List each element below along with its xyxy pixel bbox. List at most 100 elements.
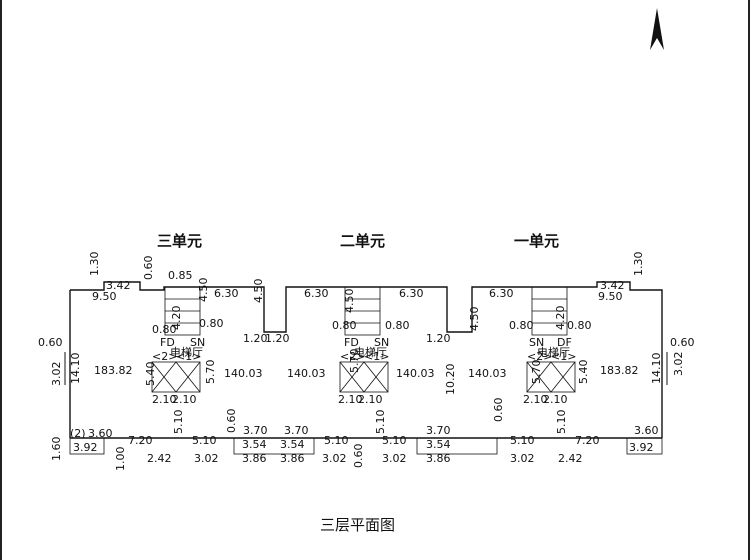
dimension-label: 2.42 bbox=[147, 452, 172, 465]
dimension-label: 电梯厅 bbox=[354, 346, 387, 359]
balconies bbox=[69, 437, 663, 455]
dimension-label: 0.80 bbox=[152, 323, 177, 336]
dimension-label: 3.86 bbox=[242, 452, 267, 465]
dimension-label: 4.50 bbox=[252, 279, 265, 304]
dimension-label: 4.50 bbox=[197, 278, 210, 303]
dimension-label: 3.02 bbox=[672, 352, 685, 377]
dimension-label: 0.60 bbox=[352, 444, 365, 469]
dimension-label: 0.60 bbox=[142, 256, 155, 281]
dimension-label: 140.03 bbox=[468, 367, 507, 380]
dimension-label: 6.30 bbox=[214, 287, 239, 300]
dimension-label: 3.86 bbox=[426, 452, 451, 465]
dimension-label: 3.02 bbox=[382, 452, 407, 465]
drawing-caption: 三层平面图 bbox=[320, 516, 395, 534]
dimension-label: 0.80 bbox=[509, 319, 534, 332]
dimension-label: 2.10 bbox=[358, 393, 383, 406]
dimension-label: 14.10 bbox=[69, 353, 82, 385]
dimension-label: 140.03 bbox=[287, 367, 326, 380]
dimension-label: 5.10 bbox=[172, 410, 185, 435]
dimension-label: 5.70 bbox=[204, 360, 217, 385]
dimension-label: 3.86 bbox=[280, 452, 305, 465]
dimension-label: 5.10 bbox=[382, 434, 407, 447]
dimension-label: SN bbox=[190, 336, 205, 349]
dimension-label: 0.80 bbox=[385, 319, 410, 332]
dimension-label: <2> bbox=[340, 350, 365, 363]
dimension-label: 3.54 bbox=[242, 438, 267, 451]
dimension-label: 3.02 bbox=[194, 452, 219, 465]
dimension-label: 3.92 bbox=[629, 441, 654, 454]
dimension-label: 6.30 bbox=[489, 287, 514, 300]
dimension-label: 3.92 bbox=[73, 441, 98, 454]
dimension-label: 5.70 bbox=[348, 349, 361, 374]
dimension-label: 5.40 bbox=[577, 360, 590, 385]
dimension-label: 3.02 bbox=[50, 362, 63, 387]
dimension-label: DF bbox=[557, 336, 572, 349]
core-unit-2 bbox=[339, 286, 389, 393]
dimension-label: 140.03 bbox=[224, 367, 263, 380]
dimension-label: 0.60 bbox=[670, 336, 695, 349]
dimension-label: 0.60 bbox=[225, 409, 238, 434]
dimension-label: 0.80 bbox=[567, 319, 592, 332]
dimension-label: 4.50 bbox=[468, 307, 481, 332]
dimension-label: 6.30 bbox=[399, 287, 424, 300]
unit-label-2: 二单元 bbox=[340, 232, 385, 250]
dimension-label: 2.10 bbox=[152, 393, 177, 406]
dimension-label: <2> bbox=[152, 350, 177, 363]
core-unit-1 bbox=[526, 286, 576, 393]
dimension-label: 2.10 bbox=[172, 393, 197, 406]
dimension-label: 0.80 bbox=[332, 319, 357, 332]
dimension-label: 9.50 bbox=[598, 290, 623, 303]
dimension-label: 0.60 bbox=[492, 398, 505, 423]
dimension-label: <1> bbox=[551, 350, 576, 363]
dimension-label: 1.30 bbox=[88, 252, 101, 277]
dimension-label: 5.10 bbox=[510, 434, 535, 447]
dimension-label: 1.20 bbox=[426, 332, 451, 345]
dimension-label: FD bbox=[344, 336, 359, 349]
unit-label-1: 一单元 bbox=[514, 232, 559, 250]
dimension-label: 7.20 bbox=[575, 434, 600, 447]
dimension-label: 2.10 bbox=[338, 393, 363, 406]
dimension-label: 5.40 bbox=[144, 362, 157, 387]
dimension-label: 0.85 bbox=[168, 269, 193, 282]
dimension-label: 6.30 bbox=[304, 287, 329, 300]
dimension-label: <2> bbox=[527, 350, 552, 363]
dimension-label: 2.10 bbox=[523, 393, 548, 406]
dimension-label: 4.20 bbox=[554, 306, 567, 331]
dimension-label: 5.10 bbox=[324, 434, 349, 447]
dimension-label: 5.10 bbox=[192, 434, 217, 447]
dimension-label: 2.42 bbox=[558, 452, 583, 465]
dimension-label: 1.30 bbox=[632, 252, 645, 277]
core-unit-3 bbox=[151, 286, 201, 393]
unit-label-3: 三单元 bbox=[157, 232, 202, 250]
dimension-label: 3.70 bbox=[284, 424, 309, 437]
dimension-label: 4.20 bbox=[170, 306, 183, 331]
dimension-label: 14.10 bbox=[650, 353, 663, 385]
dimension-label: 3.42 bbox=[600, 279, 625, 292]
dimension-label: 1.00 bbox=[114, 447, 127, 472]
dimension-label: 4.50 bbox=[343, 289, 356, 314]
dimension-label: 9.50 bbox=[92, 290, 117, 303]
dimension-label: <1> bbox=[364, 350, 389, 363]
dimension-label: 10.20 bbox=[444, 364, 457, 396]
north-arrow-icon bbox=[650, 8, 664, 50]
dimension-label: 183.82 bbox=[600, 364, 639, 377]
dimension-label: FD bbox=[160, 336, 175, 349]
dimension-label: SN bbox=[374, 336, 389, 349]
dimension-label: 电梯厅 bbox=[537, 346, 570, 359]
dimension-label: (2) bbox=[70, 427, 86, 440]
dimension-label: 电梯厅 bbox=[170, 346, 203, 359]
dimension-label: 3.70 bbox=[426, 424, 451, 437]
dimension-label: 3.02 bbox=[322, 452, 347, 465]
dimension-label: 0.80 bbox=[199, 317, 224, 330]
dimension-label: 7.20 bbox=[128, 434, 153, 447]
dimension-label: <1> bbox=[176, 350, 201, 363]
dimension-label: 5.70 bbox=[530, 360, 543, 385]
dimension-label: SN bbox=[529, 336, 544, 349]
dimension-label: 2.10 bbox=[543, 393, 568, 406]
dimension-label: 5.10 bbox=[555, 410, 568, 435]
dimension-label: 3.54 bbox=[426, 438, 451, 451]
dimension-label: 5.10 bbox=[374, 410, 387, 435]
dimension-label: 3.60 bbox=[88, 427, 113, 440]
